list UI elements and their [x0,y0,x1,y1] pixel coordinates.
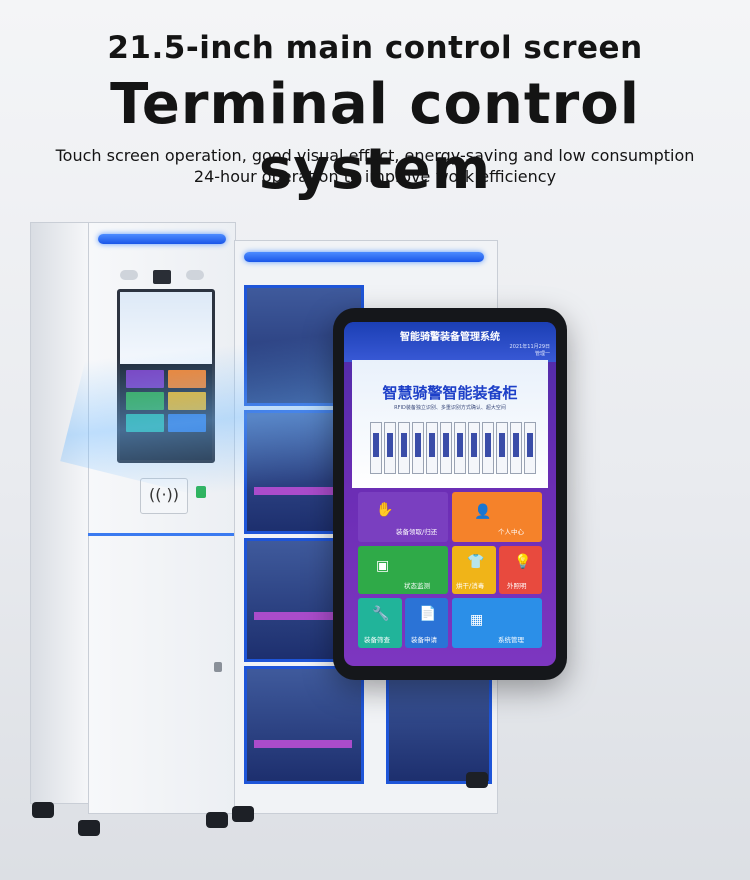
cabinet-thumbnail [510,422,522,474]
tablet-screen[interactable]: 智能骑警装备管理系统 2021年11月29日 管理一 智慧骑警智能装备柜 RFI… [344,322,556,666]
tile-label: 外照明 [507,582,527,590]
lock-icon [214,662,222,672]
small-screen-tile [126,392,164,410]
tile-label: 状态监测 [404,582,430,590]
cabinet-thumbnail [384,422,396,474]
tile-label: 系统管理 [498,636,524,644]
tile-equipment-checkout[interactable]: ✋ 装备领取/归还 [358,492,448,542]
small-screen-tile [126,414,164,432]
caster-wheel [32,802,54,818]
tile-label: 装备申请 [411,636,437,644]
cabinet-thumbnail [482,422,494,474]
caster-wheel [78,820,100,836]
tile-dry-disinfect[interactable]: 👕 烘干/消毒 [452,546,496,594]
app-banner: 智慧骑警智能装备柜 RFID装备独立识别、多重识别方式确认、超大空间 [352,360,548,488]
banner-subtext: RFID装备独立识别、多重识别方式确认、超大空间 [394,405,506,411]
wrench-icon: 🔧 [372,606,390,622]
uv-light-strip [254,612,352,620]
tile-label: 个人中心 [498,528,524,536]
app-datetime: 2021年11月29日 管理一 [510,344,550,358]
caster-wheel [206,812,228,828]
cabinet-thumbnail [440,422,452,474]
nfc-reader-icon: ((·)) [140,478,188,514]
cabinet-thumbnail [412,422,424,474]
document-icon: 📄 [419,606,437,622]
light-icon: 💡 [514,554,532,570]
tile-personal-center[interactable]: 👤 个人中心 [452,492,542,542]
cabinet-indicator [120,270,138,280]
locker-door [386,666,492,784]
caster-wheel [232,806,254,822]
header-title: Terminal control system [110,72,640,202]
app-title: 智能骑警装备管理系统 [400,332,500,343]
small-screen-tile [168,414,206,432]
uv-light-strip [254,487,352,495]
tile-exterior-light[interactable]: 💡 外照明 [499,546,542,594]
app-header: 智能骑警装备管理系统 2021年11月29日 管理一 [344,322,556,362]
small-screen-banner [120,292,212,364]
tile-system-admin[interactable]: ▦ 系统管理 [452,598,542,648]
uv-light-strip [254,740,352,748]
shirt-icon: 👕 [467,554,485,570]
tile-label: 装备筛查 [364,636,390,644]
cabinet-divider [88,533,234,536]
fingerprint-scanner-icon [196,486,206,498]
header-description-line1: Touch screen operation, good visual effe… [55,146,695,165]
grid-icon: ▦ [470,612,484,628]
app-user: 管理一 [534,351,550,357]
caster-wheel [466,772,488,788]
small-screen-tile [168,370,206,388]
cabinet-thumbnail [468,422,480,474]
cabinet-light-strip [244,252,484,262]
tile-status-monitor[interactable]: ▣ 状态监测 [358,546,448,594]
banner-heading: 智慧骑警智能装备柜 [382,384,518,402]
cabinet-indicator [186,270,204,280]
cabinet-thumbnail [454,422,466,474]
camera-icon [153,270,171,284]
locker-door [244,666,364,784]
small-screen-tile [168,392,206,410]
monitor-icon: ▣ [376,558,390,574]
cabinet-thumbnail [496,422,508,474]
tile-equipment-screening[interactable]: 🔧 装备筛查 [358,598,402,648]
cabinet-side-panel [30,222,90,804]
cabinet-thumbnail [370,422,382,474]
tile-label: 烘干/消毒 [456,582,485,590]
cabinet-small-screen [117,289,215,463]
cabinet-thumbnail [426,422,438,474]
cabinet-thumbnail [524,422,536,474]
cabinet-thumbnail [398,422,410,474]
handover-icon: ✋ [376,502,394,518]
header-subtitle: 21.5-inch main control screen [107,30,643,66]
person-icon: 👤 [474,504,492,520]
tile-label: 装备领取/归还 [396,528,438,536]
header-description-line2: 24-hour operation to improve work effici… [193,167,557,186]
app-date: 2021年11月29日 [509,344,550,350]
tile-equipment-request[interactable]: 📄 装备申请 [405,598,448,648]
cabinet-light-strip [98,234,226,244]
small-screen-tile [126,370,164,388]
